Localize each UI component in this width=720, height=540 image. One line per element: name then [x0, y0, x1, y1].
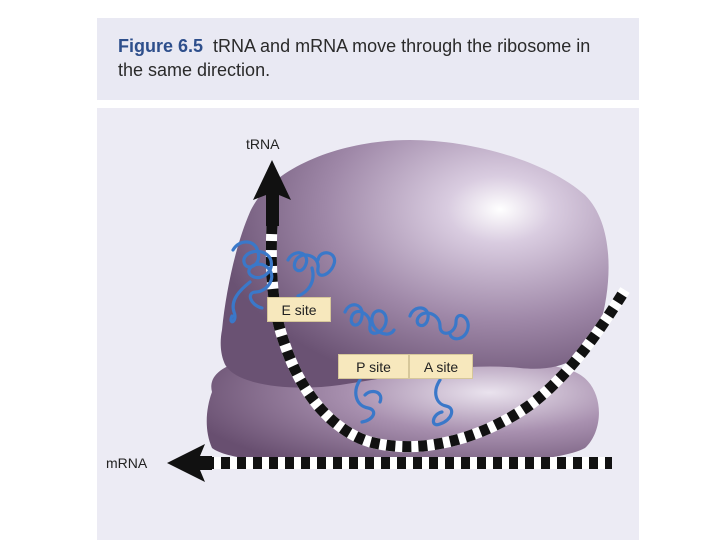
mrna-arrowhead — [167, 444, 212, 482]
large-subunit — [220, 140, 609, 388]
figure-number: Figure 6.5 — [118, 36, 204, 56]
trna-molecules — [229, 240, 470, 427]
caption-box — [97, 18, 639, 100]
a-site-label: A site — [409, 354, 473, 379]
p-site-label: P site — [338, 354, 409, 379]
trna-arrowhead — [253, 160, 291, 226]
trna-label: tRNA — [246, 136, 280, 152]
mrna-label: mRNA — [106, 455, 148, 471]
caption-text: tRNA and mRNA move through the ribosome … — [118, 36, 591, 80]
e-site-label: E site — [267, 297, 331, 322]
